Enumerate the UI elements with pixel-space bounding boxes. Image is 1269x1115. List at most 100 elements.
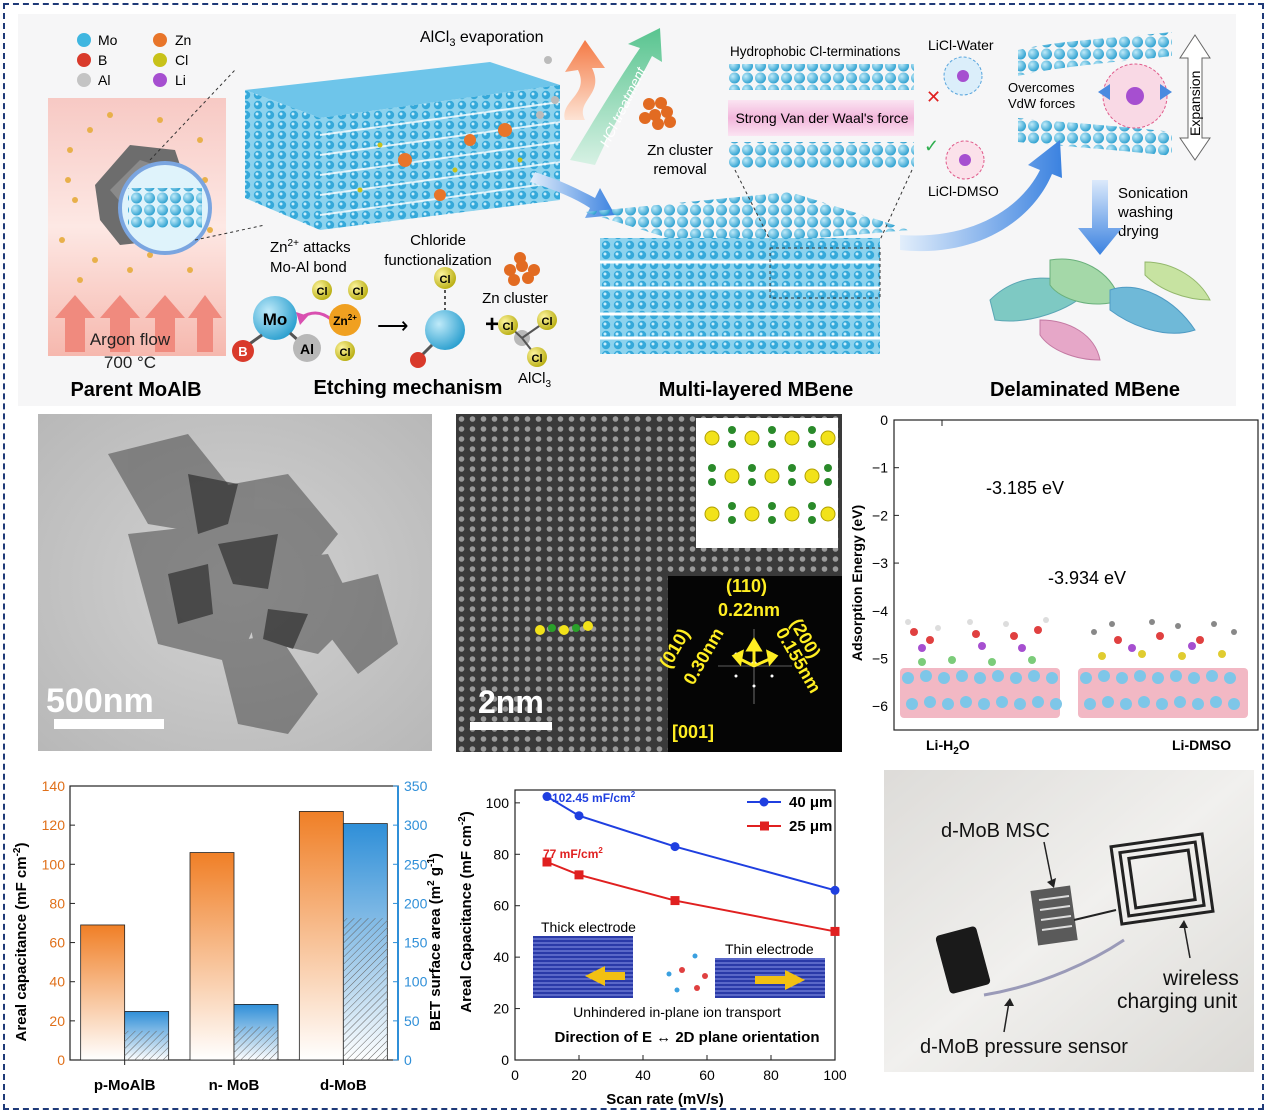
adsorption-value-label-1: -3.185 eV [986,478,1064,498]
sonication-arrow [1078,180,1122,255]
adsorption-y-tick-label: −6 [872,698,888,714]
zn-cluster-icon [639,97,676,130]
adsorption-y-tick-label: −4 [872,603,888,619]
atom-cl-2: Cl [353,286,364,298]
tem-scale-label: 500nm [46,682,154,720]
device-photo: d-MoB MSC wireless charging unit d-MoB p… [884,770,1254,1072]
atom-zn: Zn2+ [333,313,357,328]
scan-y-tick-label: 0 [501,1052,509,1068]
scan-plot-frame [514,789,836,1061]
fft-zone-label: [001] [672,722,715,742]
sonication-label-1: Sonication [1118,185,1188,202]
delaminated-flakes [989,258,1211,361]
wireless-label-1: wireless [1163,967,1239,990]
adsorption-y-tick-label: −1 [872,460,888,476]
msc-label: d-MoB MSC [941,820,1050,842]
zn-cluster-label: Zn cluster [482,290,548,307]
direction-label: Direction of E ↔ 2D plane orientation [554,1029,819,1046]
bet-right-tick-label: 50 [404,1013,420,1029]
stem-image: 2nm (110) 0.22nm (010) 0.30nm (200) 0.15… [456,414,842,752]
zn-attacks-label-1: Zn2+ attacks [270,238,351,256]
bet-right-tick-label: 200 [404,895,428,911]
plus-sign: + [485,311,499,338]
vdw-force-label: Strong Van der Waal's force [735,110,908,126]
licl-water-label: LiCl-Water [928,37,994,53]
sonication-label-2: washing [1117,204,1173,221]
scan-point-40um [830,885,840,895]
legend-li: Li [175,72,186,88]
bet-bar-hatch [343,918,388,1060]
adsorption-cat-label-1: Li-H2O [926,737,970,755]
title-delaminated-mbene: Delaminated MBene [990,379,1180,401]
bet-left-tick-label: 120 [42,817,66,833]
scan-x-tick-label: 40 [635,1067,651,1083]
scan-point-25um [542,857,552,867]
schematic-panel: Mo Zn B Cl Al Li Argon flow 700 °C Paren… [18,14,1236,406]
adsorption-plot-frame [893,419,1259,731]
atom-cl-4: Cl [440,274,451,286]
atom-cl-5: Cl [503,321,514,333]
alcl3-evaporation-arrow [536,40,616,120]
scan-series-line [546,861,836,933]
annotation-25um: 77 mF/cm2 [543,846,603,861]
fft-022nm-label: 0.22nm [718,600,781,620]
multilayer-mbene-stack [585,169,913,354]
alcl3-evaporation-label: AlCl3 evaporation [420,29,544,49]
thin-electrode-label: Thin electrode [725,941,814,957]
adsorption-ylabel: Adsorption Energy (eV) [849,505,865,661]
expansion-arrow [1179,34,1211,161]
check-icon: ✓ [924,136,939,156]
title-parent-moalb: Parent MoAlB [70,379,201,401]
scan-x-tick-label: 60 [699,1067,715,1083]
title-etching-mechanism: Etching mechanism [314,377,503,399]
bet-right-tick-label: 0 [404,1052,412,1068]
scan-point-40um [542,792,552,802]
to-multilayer-arrow [530,172,615,218]
scan-point-40um [670,842,680,852]
overcomes-label-1: Overcomes [1008,80,1075,95]
fft-110-label: (110) [726,576,768,596]
pressure-sensor-label: d-MoB pressure sensor [920,1036,1128,1058]
adsorption-y-tick-label: −3 [872,555,888,571]
chloride-label-1: Chloride [410,232,466,249]
thick-electrode-label: Thick electrode [541,919,636,935]
scan-point-40um [574,811,584,821]
scan-legend-label: 40 μm [789,794,832,811]
scan-point-25um [670,896,680,906]
scan-y-tick-label: 20 [493,1001,509,1017]
adsorption-cat-label-2: Li-DMSO [1172,737,1231,753]
expansion-label: Expansion [1187,71,1203,136]
legend-mo: Mo [98,32,118,48]
bet-bar-capacitance [80,924,126,1061]
atom-b: B [238,344,247,359]
furnace-illustration: Argon flow 700 °C [48,69,266,372]
to-expanded-arrow [900,140,1062,252]
layered-crystal-block [245,62,561,230]
temperature-label: 700 °C [104,353,156,372]
scan-legend-marker [759,797,769,807]
licl-dmso-label: LiCl-DMSO [928,183,999,199]
atom-al: Al [300,341,314,357]
adsorption-y-tick-label: −5 [872,650,888,666]
chloride-label-2: functionalization [384,252,492,269]
cross-icon: ✕ [926,87,941,107]
adsorption-y-tick-label: 0 [880,412,888,428]
bet-left-tick-label: 100 [42,856,66,872]
electrode-inset [533,936,825,998]
tem-image: 500nm [38,414,432,751]
bet-category-label: p-MoAlB [94,1077,156,1094]
hcl-treatment-arrow [570,28,662,165]
wireless-label-2: charging unit [1117,990,1238,1013]
bet-right-tick-label: 300 [404,817,428,833]
atom-mo: Mo [263,310,288,329]
atom-legend: Mo Zn B Cl Al Li [77,32,191,88]
atom-cl-6: Cl [542,316,553,328]
bet-right-tick-label: 350 [404,778,428,794]
annotation-40um: 102.45 mF/cm2 [552,790,636,805]
scan-legend-marker [760,821,769,831]
bet-left-tick-label: 20 [49,1013,65,1029]
scan-xlabel: Scan rate (mV/s) [606,1091,724,1108]
bet-category-label: n- MoB [209,1077,260,1094]
bet-capacitance-chart: 020406080100120140050100150200250300350p… [12,778,444,1094]
bet-left-tick-label: 80 [49,895,65,911]
